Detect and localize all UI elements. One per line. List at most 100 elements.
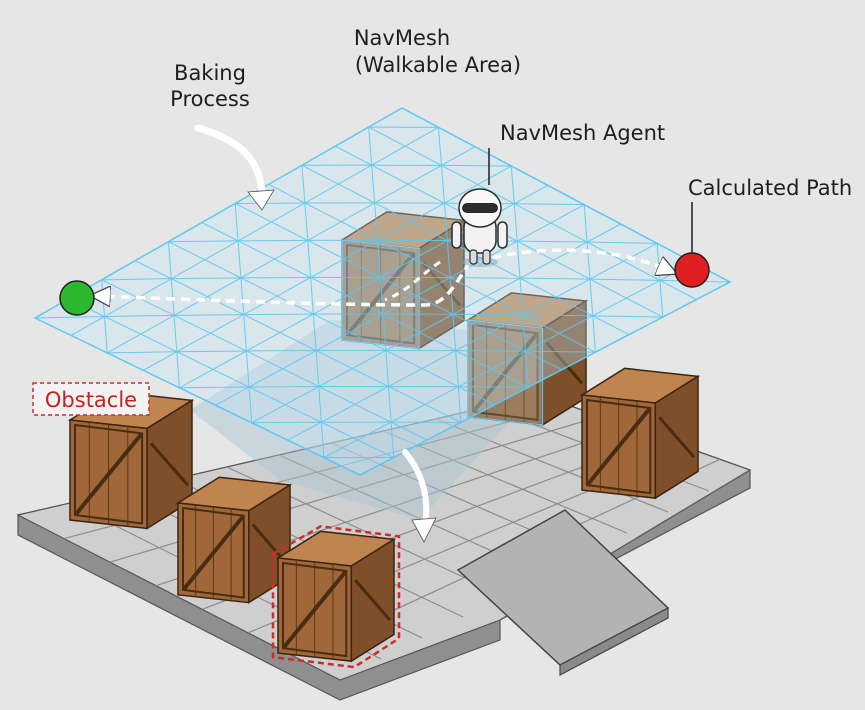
navmesh-edge <box>446 240 451 278</box>
highlighted-obstacle-crate <box>271 525 401 669</box>
navmesh-edge <box>243 314 247 352</box>
navmesh-edge <box>237 240 242 278</box>
crate-side-brace <box>545 341 584 385</box>
navmesh-edge <box>458 386 529 388</box>
floor-tile-line <box>383 430 628 534</box>
navmesh-edge <box>374 202 379 241</box>
navmesh-edge <box>455 350 459 387</box>
navmesh-edge <box>437 127 442 166</box>
crate-frame <box>586 398 652 495</box>
navmesh-edge <box>441 164 512 167</box>
navmesh-edge <box>382 314 387 351</box>
navmesh-edge <box>107 351 177 354</box>
navmesh-edge <box>171 277 241 280</box>
navmesh-edge <box>104 314 175 318</box>
crate-mesh-overlay <box>467 319 544 426</box>
crate-side-brace <box>354 579 392 622</box>
navmesh-edge <box>68 298 394 458</box>
crate-side-brace <box>658 416 696 459</box>
robot-agent-icon <box>451 148 508 267</box>
navmesh-edge <box>592 315 596 353</box>
baking-label-line2: Process <box>170 87 250 111</box>
navmesh-label-line1: NavMesh <box>354 26 450 50</box>
navmesh-edge <box>385 350 390 387</box>
obstacle-highlight-outline <box>271 525 401 669</box>
crate-frame <box>472 323 539 422</box>
navmesh-edge <box>101 278 172 281</box>
navmesh-edge <box>307 240 312 278</box>
agent-label: NavMesh Agent <box>500 121 665 145</box>
navmesh-edge <box>449 277 454 315</box>
navmesh-edge <box>589 278 660 281</box>
navmesh-edge <box>583 204 588 243</box>
green-start-marker <box>59 280 95 316</box>
navmesh-edge <box>70 126 439 336</box>
navmesh-edge <box>301 165 306 204</box>
navmesh-edge <box>268 183 596 353</box>
navmesh-edge <box>301 164 630 336</box>
navmesh-shadow <box>190 320 520 520</box>
crate-brace <box>472 332 539 413</box>
obstacle-crate <box>175 476 293 604</box>
navmesh-edge <box>179 386 250 389</box>
navmesh-edge <box>510 165 515 204</box>
navmesh-edge <box>248 386 253 423</box>
path-line-left <box>100 261 472 305</box>
navmesh-triangles <box>34 126 731 459</box>
navmesh-edge <box>234 203 563 371</box>
crate-frame <box>74 423 144 525</box>
navmesh-edge <box>167 241 172 279</box>
navmesh-edge <box>251 223 621 424</box>
navmesh-edge <box>143 165 512 371</box>
ramp <box>456 509 670 676</box>
navmesh-edge <box>659 280 664 318</box>
navmesh-edge <box>440 165 445 204</box>
crate-frame <box>282 561 348 658</box>
navmesh-edge <box>522 314 593 317</box>
obstacle-label: Obstacle <box>32 382 150 416</box>
navmesh-edge <box>168 240 239 243</box>
obstacle-crate <box>465 292 589 427</box>
crate-brace <box>74 433 143 516</box>
navmesh-edge <box>318 386 322 423</box>
navmesh-edge <box>323 262 694 458</box>
navmesh-edge <box>176 351 180 388</box>
crate-side-brace <box>149 442 190 487</box>
navmesh-edge <box>371 165 376 203</box>
path-line-right <box>477 248 668 270</box>
navmesh-edge <box>245 350 250 388</box>
navmesh-edge <box>240 277 245 315</box>
navmesh-edge <box>34 316 105 319</box>
navmesh-edge <box>312 314 317 351</box>
ramp-side <box>559 607 669 676</box>
path-line-mid <box>384 260 441 302</box>
obstacle-label-text: Obstacle <box>45 388 137 412</box>
navmesh-edge <box>315 350 320 387</box>
navmesh-edge <box>519 278 524 315</box>
navmesh-edge <box>452 313 523 316</box>
navmesh-edge <box>586 242 591 280</box>
baking-label-line1: Baking <box>174 61 246 85</box>
navmesh-edge <box>443 203 448 241</box>
crate-frame <box>182 506 245 599</box>
navmesh-edge <box>388 386 392 423</box>
navmesh-edge <box>455 350 526 352</box>
navmesh-edge <box>587 241 658 244</box>
navmesh-edge <box>170 278 175 316</box>
navmesh-edge <box>452 314 457 351</box>
navmesh-edge <box>310 277 314 315</box>
path-label: Calculated Path <box>688 176 852 200</box>
navmesh-edge <box>457 386 462 423</box>
navmesh-label-line2: (Walkable Area) <box>355 53 521 77</box>
navmesh-edge <box>379 277 384 315</box>
navmesh-edge <box>513 203 518 242</box>
crate-brace <box>586 407 651 486</box>
navmesh-edge <box>173 315 178 352</box>
navmesh-edge <box>234 203 239 241</box>
navmesh-walkable-area <box>33 107 732 476</box>
curved-arrow-icon <box>194 124 275 211</box>
navmesh-edge <box>134 260 462 423</box>
navmesh-edge <box>522 314 527 352</box>
navmesh-edge <box>174 314 244 316</box>
